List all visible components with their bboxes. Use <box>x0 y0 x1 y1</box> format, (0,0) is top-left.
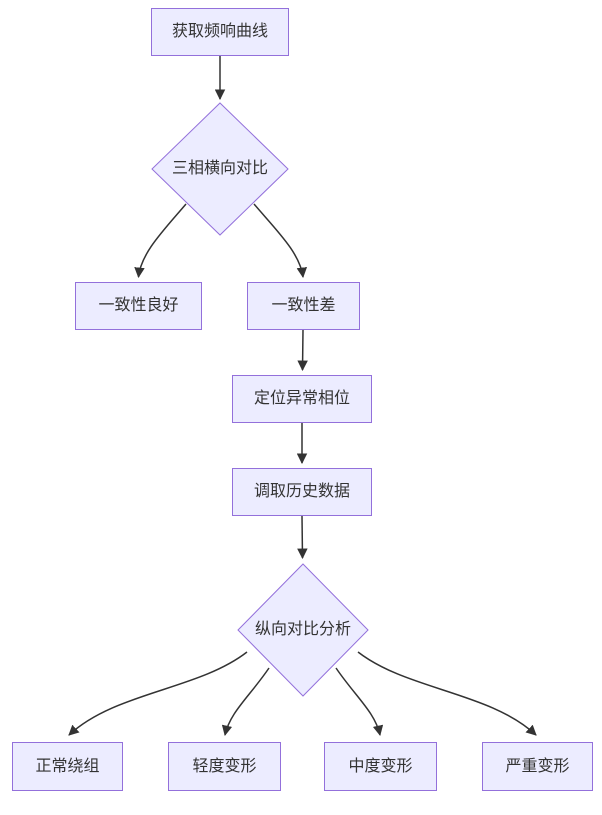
node-locate-abnormal-phase: 定位异常相位 <box>232 375 372 423</box>
node-label: 轻度变形 <box>192 757 257 775</box>
edge-B-D <box>253 203 308 279</box>
decision-three-phase-horizontal-comparison-shape <box>151 102 289 236</box>
node-poor-consistency: 一致性差 <box>247 282 360 330</box>
node-mild-deformation: 轻度变形 <box>168 742 281 791</box>
node-label: 正常绕组 <box>35 757 100 775</box>
edge-B-C <box>134 203 187 279</box>
node-label: 获取频响曲线 <box>171 23 268 41</box>
node-severe-deformation: 严重变形 <box>482 742 593 791</box>
node-label: 一致性差 <box>271 297 336 315</box>
node-get-frequency-response-curve: 获取频响曲线 <box>151 8 289 56</box>
node-good-consistency: 一致性良好 <box>75 282 202 330</box>
edge-D-E <box>297 329 308 372</box>
edge-G-J <box>335 667 384 737</box>
node-label: 一致性良好 <box>98 297 179 315</box>
node-label: 纵向对比分析 <box>254 621 351 639</box>
node-label: 中度变形 <box>348 757 413 775</box>
node-normal-winding: 正常绕组 <box>12 742 123 791</box>
decision-longitudinal-comparison-analysis: 纵向对比分析 <box>238 564 368 696</box>
edge-G-I <box>221 667 270 737</box>
node-moderate-deformation: 中度变形 <box>324 742 437 791</box>
node-label: 严重变形 <box>505 757 570 775</box>
node-label: 三相横向对比 <box>171 160 268 178</box>
edge-G-K <box>357 651 537 736</box>
node-retrieve-historical-data: 调取历史数据 <box>232 468 372 516</box>
decision-three-phase-horizontal-comparison: 三相横向对比 <box>152 103 288 235</box>
edge-F-G <box>297 515 308 560</box>
node-label: 定位异常相位 <box>253 390 350 408</box>
edge-G-H <box>68 651 248 736</box>
node-label: 调取历史数据 <box>253 483 350 501</box>
decision-longitudinal-comparison-analysis-shape <box>237 563 369 697</box>
